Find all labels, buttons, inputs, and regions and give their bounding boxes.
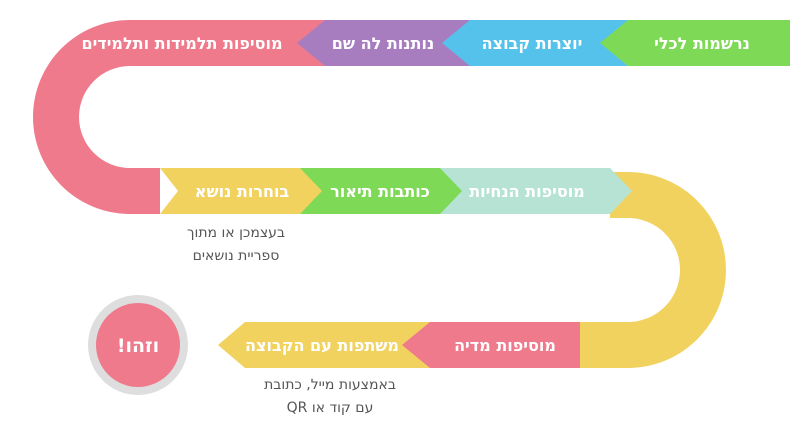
note-share-line-1: באמצעות מייל, כתובת (264, 377, 396, 393)
label-add-instructions: מוסיפות הנחיות (469, 182, 585, 201)
label-register: נרשמות לכלי (654, 34, 750, 53)
arrow-name-group (297, 20, 470, 66)
note-share-line-2: עם קוד או QR (287, 400, 374, 416)
label-add-students: מוסיפות תלמידות ותלמידים (81, 34, 282, 53)
arrow-add-students (130, 20, 335, 66)
curve-right (580, 172, 726, 368)
arrow-share-group (218, 322, 430, 368)
label-name-group: נותנות לה שם (332, 34, 434, 53)
arrow-add-instructions (440, 168, 632, 214)
label-final: וזהו! (117, 335, 159, 357)
label-write-description: כותבות תיאור (330, 182, 430, 201)
final-circle (96, 303, 180, 387)
note-topic-line-2: ספריית נושאים (193, 248, 280, 264)
arrow-choose-topic (160, 168, 328, 214)
arrow-add-media (402, 322, 580, 368)
arrow-create-group (442, 20, 628, 66)
label-choose-topic: בוחרות נושא (195, 182, 290, 201)
note-topic-line-1: בעצמכן או מתוך (187, 225, 285, 241)
label-add-media: מוסיפות מדיה (454, 336, 556, 355)
arrow-register (600, 20, 790, 66)
label-share-group: משתפות עם הקבוצה (245, 336, 399, 355)
label-create-group: יוצרות קבוצה (482, 34, 583, 53)
arrow-write-description (300, 168, 468, 214)
curve-left (33, 20, 160, 214)
